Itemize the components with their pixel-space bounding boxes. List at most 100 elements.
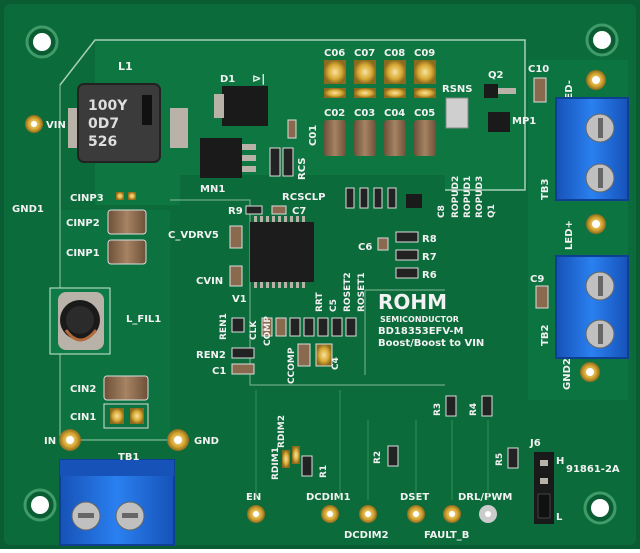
label-en: EN <box>246 492 261 503</box>
label-ccomp: CCOMP <box>287 347 297 384</box>
label-c07: C07 <box>354 48 375 59</box>
label-comp: COMP <box>263 316 273 346</box>
label-tb1: TB1 <box>118 452 139 463</box>
label-c02: C02 <box>324 108 345 119</box>
label-q2: Q2 <box>488 70 504 81</box>
testpoint-led-plus[interactable] <box>586 214 606 234</box>
label-gnd2: GND2 <box>562 358 573 390</box>
label-c4: C4 <box>331 357 341 370</box>
label-ropud3: ROPUD3 <box>475 176 485 218</box>
mounting-hole-bl <box>23 488 57 522</box>
label-in: IN <box>44 436 56 447</box>
label-dcdim1: DCDIM1 <box>306 492 351 503</box>
label-cin2: CIN2 <box>70 384 96 395</box>
capacitor-c4 <box>315 343 333 367</box>
silk-outline <box>59 39 526 191</box>
label-rrt: RRT <box>315 292 325 312</box>
capacitor-ccomp <box>297 343 311 367</box>
label-fault-b: FAULT_B <box>424 530 469 541</box>
testpoint-led-minus[interactable] <box>586 70 606 90</box>
label-ren2: REN2 <box>196 350 226 361</box>
testpoint-in[interactable] <box>59 429 81 451</box>
label-r8: R8 <box>422 234 437 245</box>
resistor-ren2 <box>231 347 255 359</box>
capacitor-c10 <box>533 77 547 103</box>
label-drl-pwm: DRL/PWM <box>458 492 512 503</box>
label-r2: R2 <box>373 451 383 464</box>
label-c01: C01 <box>308 125 319 146</box>
label-c-vdrv5: C_VDRV5 <box>168 230 219 241</box>
label-c05: C05 <box>414 108 435 119</box>
label-u1: V1 <box>232 294 247 305</box>
label-r9: R9 <box>228 206 243 217</box>
testpoint-dset[interactable] <box>407 505 425 523</box>
cinp3-pads <box>116 192 136 200</box>
capacitor-cinp2 <box>107 209 147 235</box>
label-j6-h: H <box>556 456 564 467</box>
passive-row <box>231 317 357 337</box>
terminal-block-tb3[interactable] <box>555 97 629 201</box>
label-r5: R5 <box>495 453 505 466</box>
capacitor-c7 <box>271 205 287 215</box>
label-rcs: RCS <box>297 158 308 180</box>
label-j6: J6 <box>529 438 541 449</box>
testpoint-dcdim2[interactable] <box>359 505 377 523</box>
testpoint-fault-b[interactable] <box>443 505 461 523</box>
label-led-minus: LED- <box>564 80 575 106</box>
testpoint-drl-pwm[interactable] <box>479 505 497 523</box>
mosfet-mn1 <box>200 138 256 178</box>
terminal-block-tb1[interactable] <box>59 459 175 546</box>
inductor-l1: 100Y 0D7 526 <box>68 83 188 163</box>
label-tb2: TB2 <box>540 325 551 346</box>
cin1-pads <box>103 403 149 429</box>
testpoint-vin[interactable] <box>25 115 43 133</box>
traces <box>255 390 489 500</box>
label-c6: C6 <box>358 242 372 253</box>
label-c06: C06 <box>324 48 345 59</box>
label-rcsclp: RCSCLP <box>282 192 325 203</box>
label-c09: C09 <box>414 48 435 59</box>
label-clk: CLK <box>249 320 259 340</box>
label-q1: Q1 <box>487 204 497 218</box>
resistor-rsns <box>445 97 469 129</box>
resistor-rdim2 <box>292 446 300 464</box>
label-mn1: MN1 <box>200 184 225 195</box>
label-r4: R4 <box>469 403 479 416</box>
jumper-j6[interactable] <box>534 452 554 524</box>
inductor-marking-2: 0D7 <box>88 116 119 132</box>
resistor-r3 <box>445 395 457 417</box>
label-c1: C1 <box>212 366 226 377</box>
label-r6: R6 <box>422 270 437 281</box>
mounting-hole-tr <box>585 23 619 57</box>
label-j6-l: L <box>556 512 563 523</box>
label-cin1: CIN1 <box>70 412 96 423</box>
testpoint-dcdim1[interactable] <box>321 505 339 523</box>
capacitor-c-vdrv5 <box>229 225 243 249</box>
capacitor-c01 <box>287 119 297 139</box>
label-c8: C8 <box>437 205 447 218</box>
label-rdim1: RDIM1 <box>271 447 281 480</box>
testpoint-en[interactable] <box>247 505 265 523</box>
mounting-hole-tl <box>25 25 59 59</box>
label-mp1: MP1 <box>512 116 536 127</box>
testpoint-gnd2[interactable] <box>580 362 600 382</box>
label-rdim2: RDIM2 <box>277 415 287 448</box>
diode-d1 <box>214 86 268 126</box>
resistor-r4 <box>481 395 493 417</box>
transistor-q2 <box>484 84 516 98</box>
label-r3: R3 <box>433 403 443 416</box>
capacitor-cinp1 <box>107 239 147 265</box>
label-c04: C04 <box>384 108 405 119</box>
ic-u1 <box>250 216 314 288</box>
label-tb3: TB3 <box>540 179 551 200</box>
label-cinp3: CINP3 <box>70 193 104 204</box>
terminal-block-tb2[interactable] <box>555 255 629 359</box>
label-gnd: GND <box>194 436 219 447</box>
label-ren1: REN1 <box>219 313 229 340</box>
label-rsns: RSNS <box>442 84 472 95</box>
resistor-r5 <box>507 447 519 469</box>
label-cinp1: CINP1 <box>66 248 100 259</box>
label-cinp2: CINP2 <box>66 218 100 229</box>
testpoint-gnd[interactable] <box>167 429 189 451</box>
